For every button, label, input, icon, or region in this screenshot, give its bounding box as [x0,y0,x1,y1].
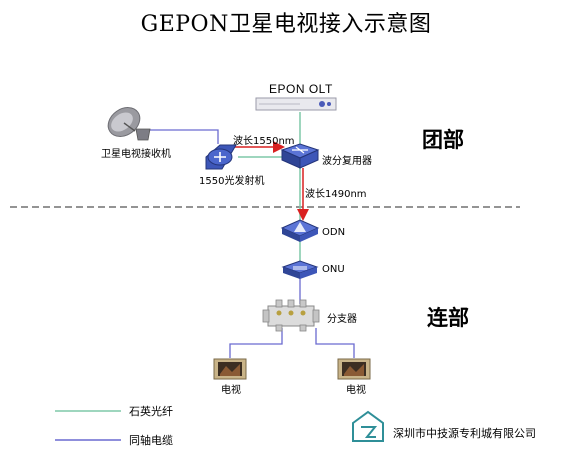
satellite-dish-icon [107,107,151,141]
odn-label: ODN [322,227,346,238]
section-top-label: 团部 [422,128,464,152]
legend-fiber-label: 石英光纤 [129,405,173,418]
wdm-label: 波分复用器 [322,156,372,167]
wdm-icon [280,143,320,169]
onu-label: ONU [322,264,345,275]
tv-left-icon [213,358,247,380]
olt-device-icon [255,97,337,111]
odn-icon [280,219,320,242]
company-name: 深圳市中技源专利城有限公司 [393,427,536,440]
coax-links [145,129,355,358]
tv-right-icon [337,358,371,380]
transmitter-label: 1550光发射机 [199,176,265,187]
section-bottom-label: 连部 [427,306,469,330]
tv-left-label: 电视 [221,385,241,396]
page-title: GEPON卫星电视接入示意图 [140,12,432,37]
transmitter-icon [205,144,237,170]
splitter-icon [262,299,320,332]
company-logo-icon [352,410,384,442]
onu-icon [281,260,319,279]
wavelength-1490-label: 波长1490nm [305,189,367,200]
legend-coax-label: 同轴电缆 [129,434,173,447]
splitter-label: 分支器 [327,314,357,325]
tv-right-label: 电视 [346,385,366,396]
wavelength-1550-label: 波长1550nm [233,136,295,147]
olt-label: EPON OLT [269,82,333,96]
satellite-receiver-label: 卫星电视接收机 [101,149,171,160]
